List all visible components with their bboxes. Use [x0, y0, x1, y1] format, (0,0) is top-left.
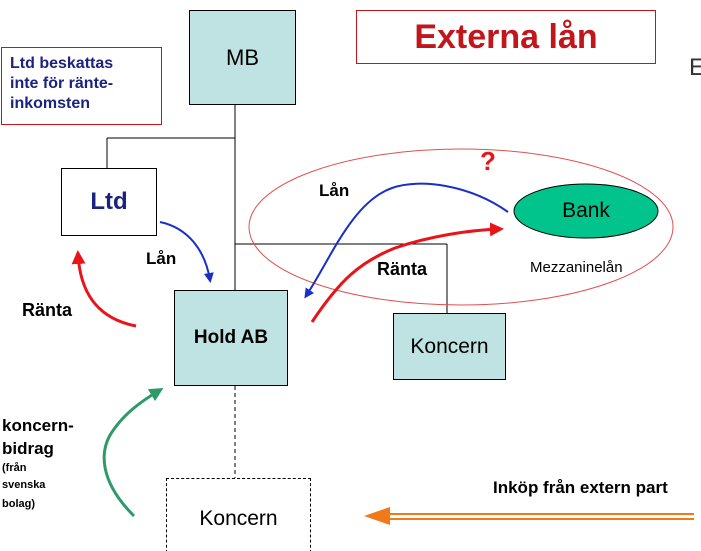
bank-label-wrap: Bank: [514, 184, 658, 238]
tax-note-line-1: Ltd beskattas: [10, 55, 114, 72]
external-loan-ellipse: [248, 148, 674, 306]
ltd-label: Ltd: [90, 188, 128, 215]
page-title: Externa lån: [414, 17, 598, 56]
koncern-right-label: Koncern: [410, 334, 489, 358]
label-fran-1: (från: [2, 462, 27, 474]
koncern-right-node: Koncern: [393, 313, 506, 380]
interest-arrow-hold-to-bank: [310, 222, 504, 323]
mb-label: MB: [226, 44, 259, 70]
loan-arrow-bank-to-hold: [304, 182, 509, 299]
interest-arrow-to-ltd: [71, 250, 137, 328]
label-ranta-left: Ränta: [22, 300, 73, 320]
label-koncernbidrag-1: koncern-: [2, 416, 74, 435]
label-koncernbidrag-2: bidrag: [2, 439, 54, 458]
ltd-node: Ltd: [61, 168, 157, 236]
label-fran-2: svenska: [2, 479, 46, 491]
tax-note-line-3: inkomsten: [10, 95, 91, 112]
hold-ab-node: Hold AB: [174, 290, 288, 386]
tax-note-line-2: inte för ränte-: [10, 75, 114, 92]
purchase-arrow-head: [364, 507, 390, 525]
tax-note-box: Ltd beskattas inte för ränte- inkomsten: [1, 47, 162, 125]
question-mark: ?: [480, 146, 496, 176]
label-lan-left: Lån: [146, 249, 177, 268]
koncern-bottom-node: Koncern: [166, 478, 311, 551]
mb-node: MB: [189, 10, 296, 105]
bank-label: Bank: [562, 199, 610, 222]
label-fran-3: bolag): [2, 498, 35, 510]
koncern-bottom-label: Koncern: [199, 507, 278, 530]
label-lan-top: Lån: [319, 181, 350, 200]
title-box: Externa lån: [356, 10, 656, 64]
label-inkop: Inköp från extern part: [493, 478, 668, 497]
bank-node: [513, 183, 659, 239]
hold-ab-label: Hold AB: [193, 327, 269, 348]
label-mezzanine: Mezzaninelån: [530, 259, 623, 276]
edge-fragment-text: E: [689, 54, 701, 81]
loan-arrow-ltd-to-hold: [159, 221, 214, 283]
group-contribution-arrow: [102, 387, 164, 518]
label-ranta-mid: Ränta: [377, 259, 428, 279]
